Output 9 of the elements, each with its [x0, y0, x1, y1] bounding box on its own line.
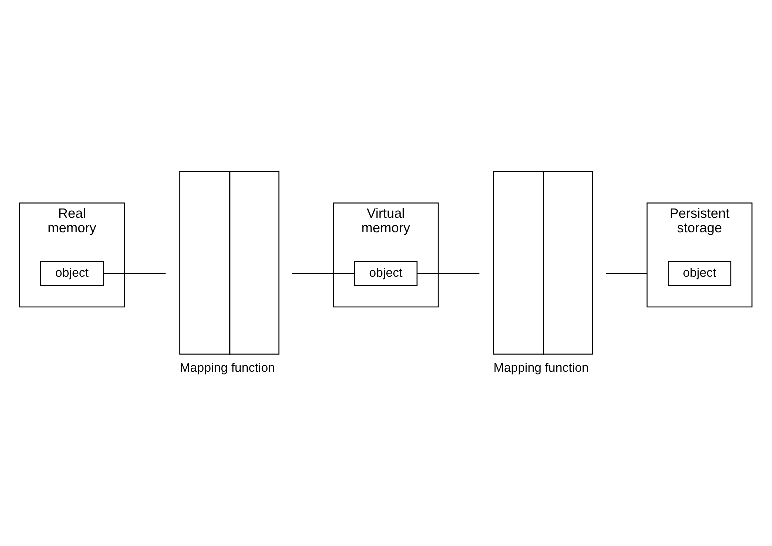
connector	[606, 272, 648, 274]
node-label: Mapping function	[494, 360, 590, 375]
connector	[103, 272, 166, 274]
node-box: object	[354, 260, 418, 286]
node-box: object	[668, 260, 732, 286]
connector	[292, 272, 355, 274]
node-box: object	[40, 260, 104, 286]
node-label: Mapping function	[180, 360, 276, 375]
connector	[417, 272, 480, 274]
